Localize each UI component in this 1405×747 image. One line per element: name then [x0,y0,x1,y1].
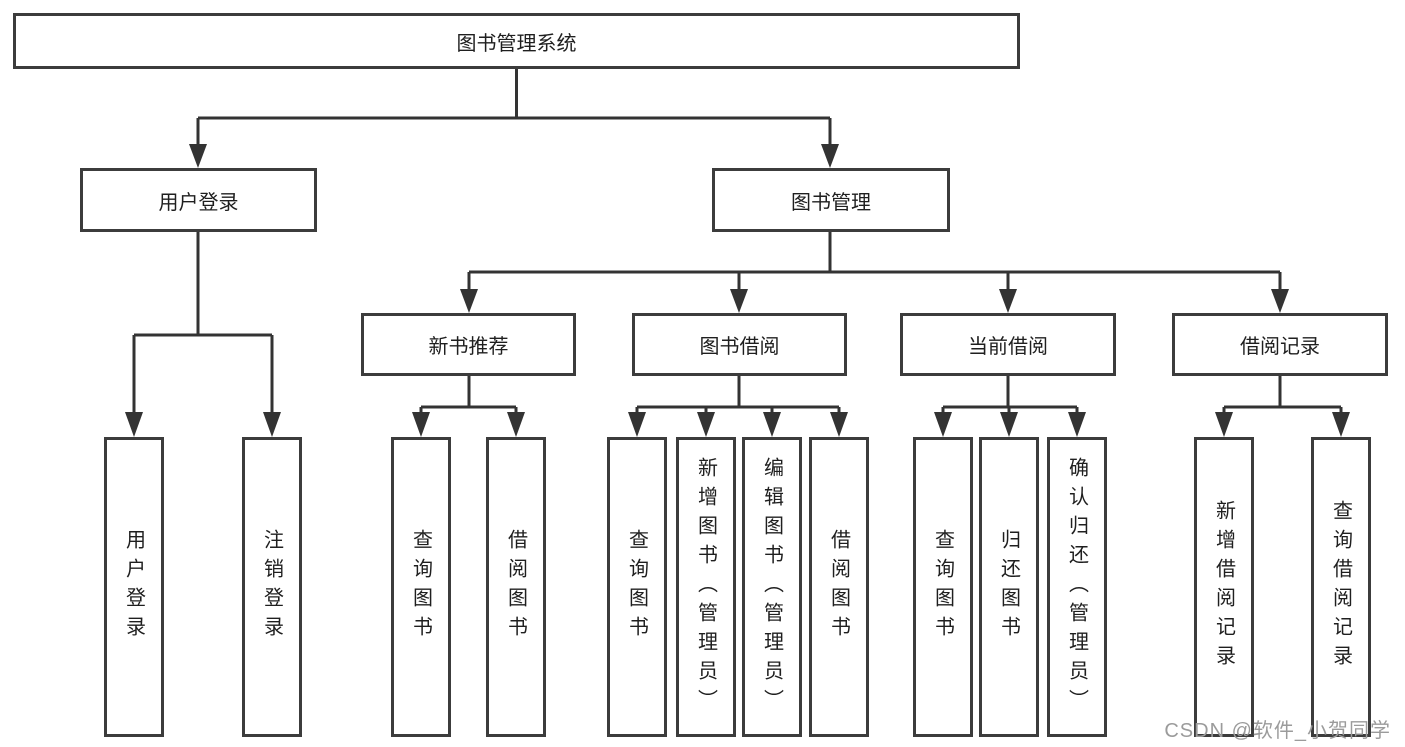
leaf-borrow-add-book-admin: 新增图书（管理员） [676,437,736,737]
leaf-current-return-book: 归还图书 [979,437,1039,737]
node-borrow-records-label: 借阅记录 [1240,336,1320,358]
node-book-borrow-label: 图书借阅 [699,336,780,358]
node-book-management-label: 图书管理 [791,191,871,214]
leaf-recommend-borrow-book-label: 借阅图书 [504,529,527,645]
leaf-user-login: 用户登录 [104,437,164,737]
node-user-login-label: 用户登录 [158,191,239,214]
leaf-borrow-query-book: 查询图书 [607,437,667,737]
leaf-borrow-borrow-book: 借阅图书 [809,437,869,737]
node-book-management: 图书管理 [712,168,950,232]
leaf-borrow-query-book-label: 查询图书 [625,529,648,645]
node-current-borrow: 当前借阅 [900,313,1116,376]
leaf-borrow-add-book-admin-label: 新增图书（管理员） [694,456,717,718]
node-book-borrow: 图书借阅 [632,313,847,376]
leaf-current-query-book: 查询图书 [913,437,973,737]
leaf-records-query-record-label: 查询借阅记录 [1329,500,1352,674]
node-root-label: 图书管理系统 [456,32,577,55]
leaf-user-login-label: 用户登录 [122,529,145,645]
leaf-logout: 注销登录 [242,437,302,737]
leaf-recommend-borrow-book: 借阅图书 [486,437,546,737]
leaf-borrow-edit-book-admin: 编辑图书（管理员） [742,437,802,737]
leaf-current-query-book-label: 查询图书 [931,529,954,645]
node-user-login: 用户登录 [80,168,317,232]
leaf-records-add-record: 新增借阅记录 [1194,437,1254,737]
leaf-records-add-record-label: 新增借阅记录 [1212,500,1235,674]
csdn-watermark: CSDN @软件_小贺同学 [1164,720,1391,742]
arrowheads [125,144,1350,437]
node-root: 图书管理系统 [13,13,1020,69]
node-current-borrow-label: 当前借阅 [968,336,1048,358]
node-new-book-recommend-label: 新书推荐 [428,336,509,358]
leaf-current-confirm-return-admin-label: 确认归还（管理员） [1065,456,1088,718]
node-new-book-recommend: 新书推荐 [361,313,576,376]
leaf-borrow-edit-book-admin-label: 编辑图书（管理员） [760,456,783,718]
node-borrow-records: 借阅记录 [1172,313,1388,376]
leaf-recommend-query-book: 查询图书 [391,437,451,737]
leaf-recommend-query-book-label: 查询图书 [409,529,432,645]
leaf-records-query-record: 查询借阅记录 [1311,437,1371,737]
leaf-current-return-book-label: 归还图书 [997,529,1020,645]
leaf-current-confirm-return-admin: 确认归还（管理员） [1047,437,1107,737]
leaf-borrow-borrow-book-label: 借阅图书 [827,529,850,645]
leaf-logout-label: 注销登录 [260,529,283,645]
